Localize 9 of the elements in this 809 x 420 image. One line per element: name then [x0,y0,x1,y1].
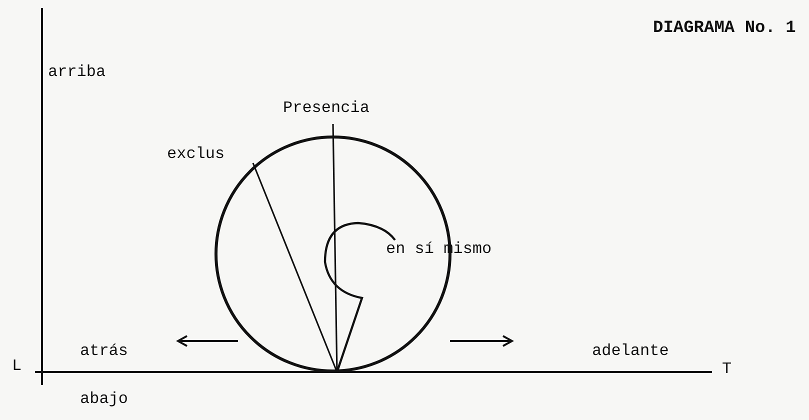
axis-end-label: T [722,360,732,378]
axis-end-label: L [12,357,22,375]
axis-label: Presencia [283,99,370,117]
diagram-title: DIAGRAMA No. 1 [653,20,796,38]
part-label: exclus [167,145,225,163]
direction-label: atrás [80,342,128,360]
axis-label: abajo [80,390,128,408]
direction-label: adelante [592,342,669,360]
axis-label: arriba [48,63,106,81]
